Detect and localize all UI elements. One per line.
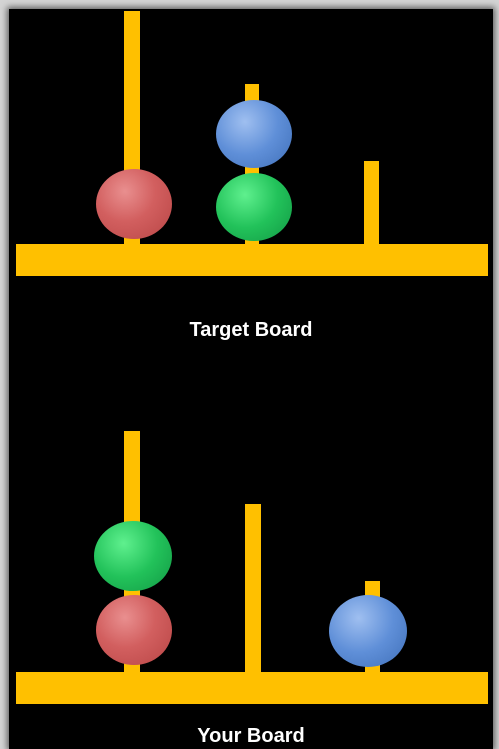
target-base [16, 244, 488, 276]
target-board-label: Target Board [189, 319, 313, 341]
target-peg-3 [364, 161, 379, 246]
your-peg-3-blue-ball[interactable] [329, 595, 407, 667]
game-frame: Target Board Your Board [9, 9, 493, 749]
your-peg-1-green-ball[interactable] [94, 521, 172, 591]
your-peg-1-red-ball[interactable] [96, 595, 172, 665]
target-peg-2-blue-ball [216, 100, 292, 168]
target-peg-1-red-ball [96, 169, 172, 239]
your-peg-2[interactable] [245, 504, 261, 677]
your-board[interactable] [9, 424, 493, 704]
your-base [16, 672, 488, 704]
target-board [9, 9, 493, 309]
target-peg-2-green-ball [216, 173, 292, 241]
your-board-label: Your Board [197, 725, 305, 747]
